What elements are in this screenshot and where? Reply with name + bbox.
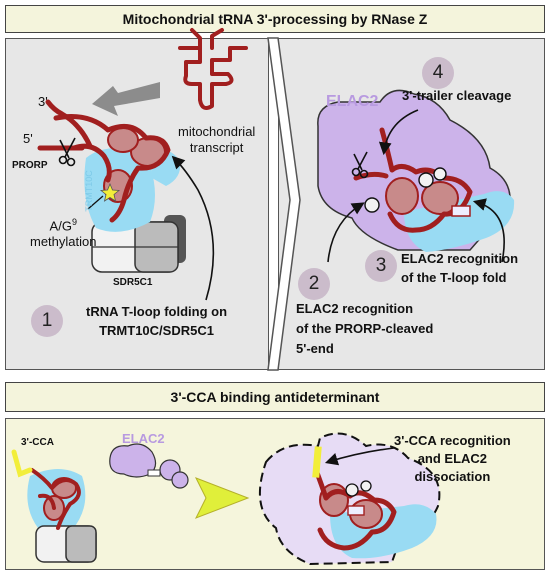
five-prime-label: 5' — [23, 131, 33, 146]
scissors-icon — [58, 137, 76, 167]
step3-line1: ELAC2 recognition — [401, 251, 519, 266]
step2-label: ELAC2 recognition of the PRORP-cleaved 5… — [296, 299, 433, 359]
section2-banner: 3'-CCA binding antideterminant — [5, 382, 545, 412]
methylation-superscript: 9 — [71, 217, 77, 227]
transcript-line2: transcript — [189, 140, 244, 155]
elac2-small-icon — [109, 443, 189, 489]
star-icon — [99, 182, 121, 202]
step1-label: tRNA T-loop folding on TRMT10C/SDR5C1 — [86, 302, 227, 340]
recognition-circles — [364, 167, 447, 213]
greater-than-icon — [194, 477, 250, 519]
chevron-separator — [267, 37, 301, 371]
cca-tail-c — [11, 449, 33, 478]
step2-line1: ELAC2 recognition — [296, 301, 414, 316]
trna-structure-c — [30, 468, 81, 530]
arrow-step3 — [472, 198, 505, 263]
gray-arrow-icon — [92, 82, 160, 116]
cca-recognition-label: 3'-CCA recognition and ELAC2 dissociatio… — [394, 432, 511, 486]
recognition-line3: dissociation — [414, 469, 491, 484]
cca-tail-c2 — [312, 446, 322, 478]
section2-title: 3'-CCA binding antideterminant — [170, 389, 380, 405]
trmt10c-label: TRMT10C — [83, 170, 94, 212]
transcript-line1: mitochondrial — [178, 124, 256, 139]
figure-title: Mitochondrial tRNA 3'-processing by RNas… — [122, 11, 428, 27]
step1-line1: tRNA T-loop folding on — [86, 304, 228, 319]
elac2-label-c: ELAC2 — [122, 431, 165, 446]
scissors-icon — [351, 151, 369, 179]
step2-line3: 5'-end — [296, 341, 334, 356]
step3-label: ELAC2 recognition of the T-loop fold — [401, 249, 518, 287]
three-prime-label: 3' — [38, 94, 48, 109]
step2-line2: of the PRORP-cleaved — [296, 321, 434, 336]
step1-line2: TRMT10C/SDR5C1 — [99, 323, 214, 338]
transcript-cloverleaf-icon — [178, 28, 248, 110]
step2-number: 2 — [298, 268, 330, 300]
methylation-line2: methylation — [30, 234, 97, 250]
trna-structure-c2 — [313, 467, 397, 551]
step3-number: 3 — [365, 250, 397, 282]
methylation-line1: A/G — [49, 218, 72, 234]
sdr5c1-label: SDR5C1 — [113, 277, 153, 288]
sdr5c1-block — [91, 215, 186, 273]
cca-label: 3'-CCA — [21, 437, 54, 448]
elac2-label-b: ELAC2 — [326, 93, 379, 110]
recognition-line2: and ELAC2 — [417, 451, 488, 466]
methylation-label: A/G9 methylation — [30, 214, 96, 250]
step3-line2: of the T-loop fold — [401, 270, 507, 285]
sdr5c1-block-c — [35, 525, 97, 563]
step4-number: 4 — [422, 57, 454, 89]
arrow-cca — [324, 447, 395, 466]
recognition-line1: 3'-CCA recognition — [394, 433, 511, 448]
arrow-step4 — [378, 109, 419, 156]
step1-number: 1 — [31, 305, 63, 337]
arrow-step2 — [327, 202, 365, 263]
transcript-label: mitochondrial transcript — [178, 124, 255, 156]
title-banner: Mitochondrial tRNA 3'-processing by RNas… — [5, 5, 545, 33]
prorp-label: PRORP — [12, 160, 48, 171]
trna-structure-b — [353, 127, 473, 233]
step4-label: 3'-trailer cleavage — [402, 88, 512, 103]
curve-arrow-a — [171, 155, 215, 301]
